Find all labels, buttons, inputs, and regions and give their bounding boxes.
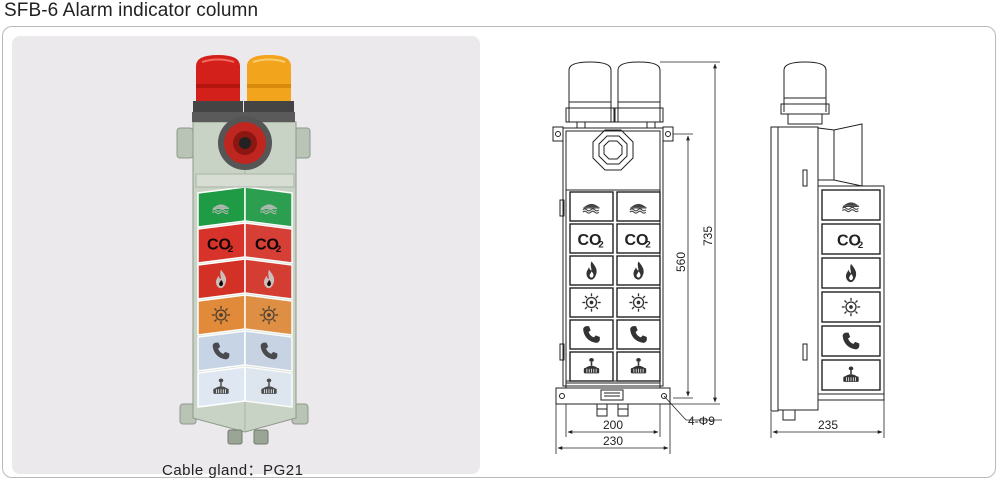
front-module-icon bbox=[630, 326, 647, 343]
sun-gear-icon bbox=[581, 292, 602, 313]
manual-button-icon bbox=[842, 365, 860, 383]
side-module-icon bbox=[841, 201, 860, 213]
front-module-icon bbox=[582, 357, 601, 375]
front-module-icon bbox=[629, 203, 648, 214]
flame-icon bbox=[586, 261, 597, 280]
front-module-tile bbox=[569, 191, 614, 222]
co2-subscript: 2 bbox=[276, 244, 281, 255]
co2-subscript: 2 bbox=[598, 240, 603, 251]
dim-735: 735 bbox=[701, 226, 715, 246]
side-module-icon bbox=[842, 365, 860, 383]
front-module-icon bbox=[633, 261, 644, 280]
front-module-tile bbox=[616, 287, 661, 318]
page-title: SFB-6 Alarm indicator column bbox=[4, 0, 259, 21]
siren-horn bbox=[218, 116, 272, 170]
dim-235: 235 bbox=[818, 418, 838, 432]
telephone-icon bbox=[630, 326, 647, 343]
dimension-labels: 735 560 200 230 4-Φ9 235 bbox=[603, 226, 838, 448]
co2-icon: CO bbox=[837, 232, 861, 249]
co2-icon: CO bbox=[207, 236, 231, 253]
side-module-tile bbox=[821, 189, 881, 221]
front-module-tile bbox=[569, 255, 614, 286]
front-module-tile bbox=[569, 319, 614, 350]
co2-icon: CO bbox=[255, 236, 279, 253]
front-module-icon bbox=[582, 203, 601, 214]
side-module-tile bbox=[821, 223, 881, 255]
flame-icon bbox=[846, 263, 857, 283]
side-module-icon bbox=[846, 263, 857, 283]
front-module-tile bbox=[569, 287, 614, 318]
manual-button-icon bbox=[582, 357, 601, 375]
side-module-tile bbox=[821, 257, 881, 289]
front-module-tile bbox=[569, 223, 614, 254]
co2-subscript: 2 bbox=[858, 240, 863, 251]
front-module-tile bbox=[616, 191, 661, 222]
side-module-icon bbox=[842, 332, 860, 350]
side-view-drawing: CO2 bbox=[770, 61, 885, 421]
flame-icon bbox=[633, 261, 644, 280]
front-module-icon: CO2 bbox=[578, 232, 604, 251]
dim-230: 230 bbox=[603, 434, 623, 448]
telephone-icon bbox=[583, 326, 600, 343]
side-module-tile bbox=[821, 291, 881, 323]
sun-gear-icon bbox=[211, 305, 231, 325]
photo-cable-glands bbox=[227, 429, 269, 445]
sun-gear-icon bbox=[259, 305, 279, 325]
co2-subscript: 2 bbox=[228, 244, 233, 255]
dim-holes: 4-Φ9 bbox=[688, 414, 715, 428]
front-module-icon: CO2 bbox=[625, 232, 651, 251]
side-module-icon bbox=[841, 297, 861, 317]
photo-module-row bbox=[197, 366, 293, 408]
sun-gear-icon bbox=[841, 297, 861, 317]
photo-module-row bbox=[197, 258, 293, 300]
photo-module-row bbox=[197, 186, 293, 228]
red-beacon-lamp bbox=[192, 55, 244, 122]
front-module-tile bbox=[616, 223, 661, 254]
photo-module-row bbox=[197, 294, 293, 336]
front-module-icon bbox=[581, 292, 602, 313]
water-wave-icon bbox=[582, 203, 601, 214]
front-module-tile bbox=[616, 319, 661, 350]
water-wave-icon bbox=[841, 201, 860, 213]
telephone-icon bbox=[842, 332, 860, 350]
front-module-icon bbox=[583, 326, 600, 343]
front-module-tile bbox=[616, 255, 661, 286]
co2-icon: CO bbox=[625, 232, 649, 249]
side-module-icon: CO2 bbox=[837, 232, 863, 251]
front-module-icon bbox=[629, 357, 648, 375]
dim-200: 200 bbox=[603, 418, 623, 432]
co2-icon: CO bbox=[578, 232, 602, 249]
dimension-lines bbox=[555, 61, 885, 454]
photo-module-row bbox=[197, 222, 293, 264]
photo-module-row bbox=[197, 330, 293, 372]
manual-button-icon bbox=[629, 357, 648, 375]
dim-560: 560 bbox=[674, 252, 688, 272]
front-module-icon bbox=[586, 261, 597, 280]
side-module-tile bbox=[821, 359, 881, 391]
amber-beacon-lamp bbox=[243, 55, 295, 122]
side-module-tile bbox=[821, 325, 881, 357]
co2-subscript: 2 bbox=[645, 240, 650, 251]
water-wave-icon bbox=[629, 203, 648, 214]
sun-gear-icon bbox=[628, 292, 649, 313]
front-module-icon bbox=[628, 292, 649, 313]
cable-gland-caption: Cable gland：PG21 bbox=[162, 462, 304, 479]
